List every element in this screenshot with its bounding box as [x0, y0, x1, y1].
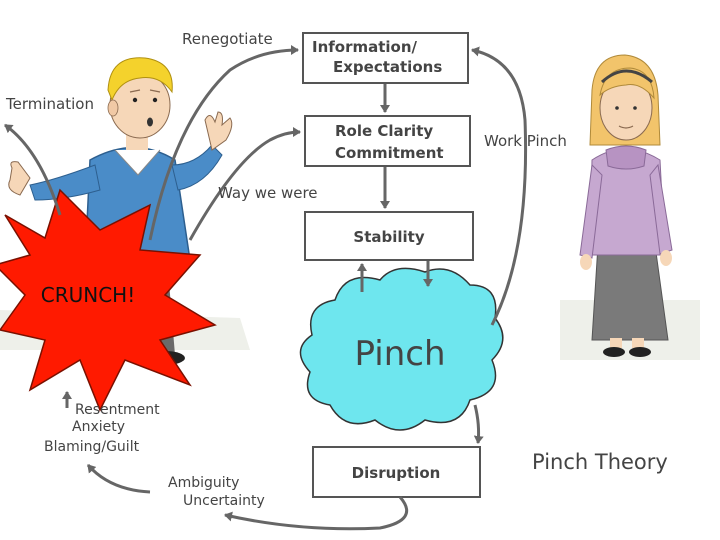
info-line2: Expectations — [333, 58, 442, 76]
pinch-cloud-label: Pinch — [355, 334, 446, 374]
arrow-work-pinch — [471, 46, 528, 326]
box-information — [302, 32, 469, 84]
label-work-pinch: Work Pinch — [484, 132, 567, 150]
box-stability — [304, 211, 474, 261]
label-uncertainty: Uncertainty — [183, 493, 265, 509]
crunch-starburst-icon — [0, 188, 217, 412]
label-way-we-were: Way we were — [218, 184, 318, 202]
crunch-label: CRUNCH! — [41, 283, 135, 307]
role-line2: Commitment — [335, 144, 444, 162]
arrow-ambiguity-to-blaming — [86, 464, 151, 494]
box-role-clarity — [304, 115, 471, 167]
label-resentment: Resentment — [75, 402, 160, 418]
box-disruption — [312, 446, 481, 498]
label-ambiguity: Ambiguity — [168, 475, 239, 491]
label-blaming: Blaming/Guilt — [44, 439, 140, 455]
label-renegotiate: Renegotiate — [182, 30, 273, 48]
arrow-renegotiate — [148, 45, 299, 241]
label-anxiety: Anxiety — [72, 419, 125, 435]
arrow-disruption-to-ambiguity — [224, 496, 409, 531]
arrow-way-we-were — [188, 127, 301, 241]
disruption-text: Disruption — [352, 464, 441, 482]
pinch-theory-title: Pinch Theory — [532, 450, 668, 474]
label-termination: Termination — [5, 95, 94, 113]
flow-arrows — [4, 45, 528, 531]
arrow-cloud-to-disruption — [473, 404, 484, 444]
pinch-cloud-icon — [299, 267, 504, 431]
arrow-termination — [4, 123, 62, 216]
woman-figure-icon — [579, 54, 673, 357]
stability-text: Stability — [353, 228, 424, 246]
role-line1: Role Clarity — [335, 122, 433, 140]
info-line1: Information/ — [312, 38, 418, 56]
